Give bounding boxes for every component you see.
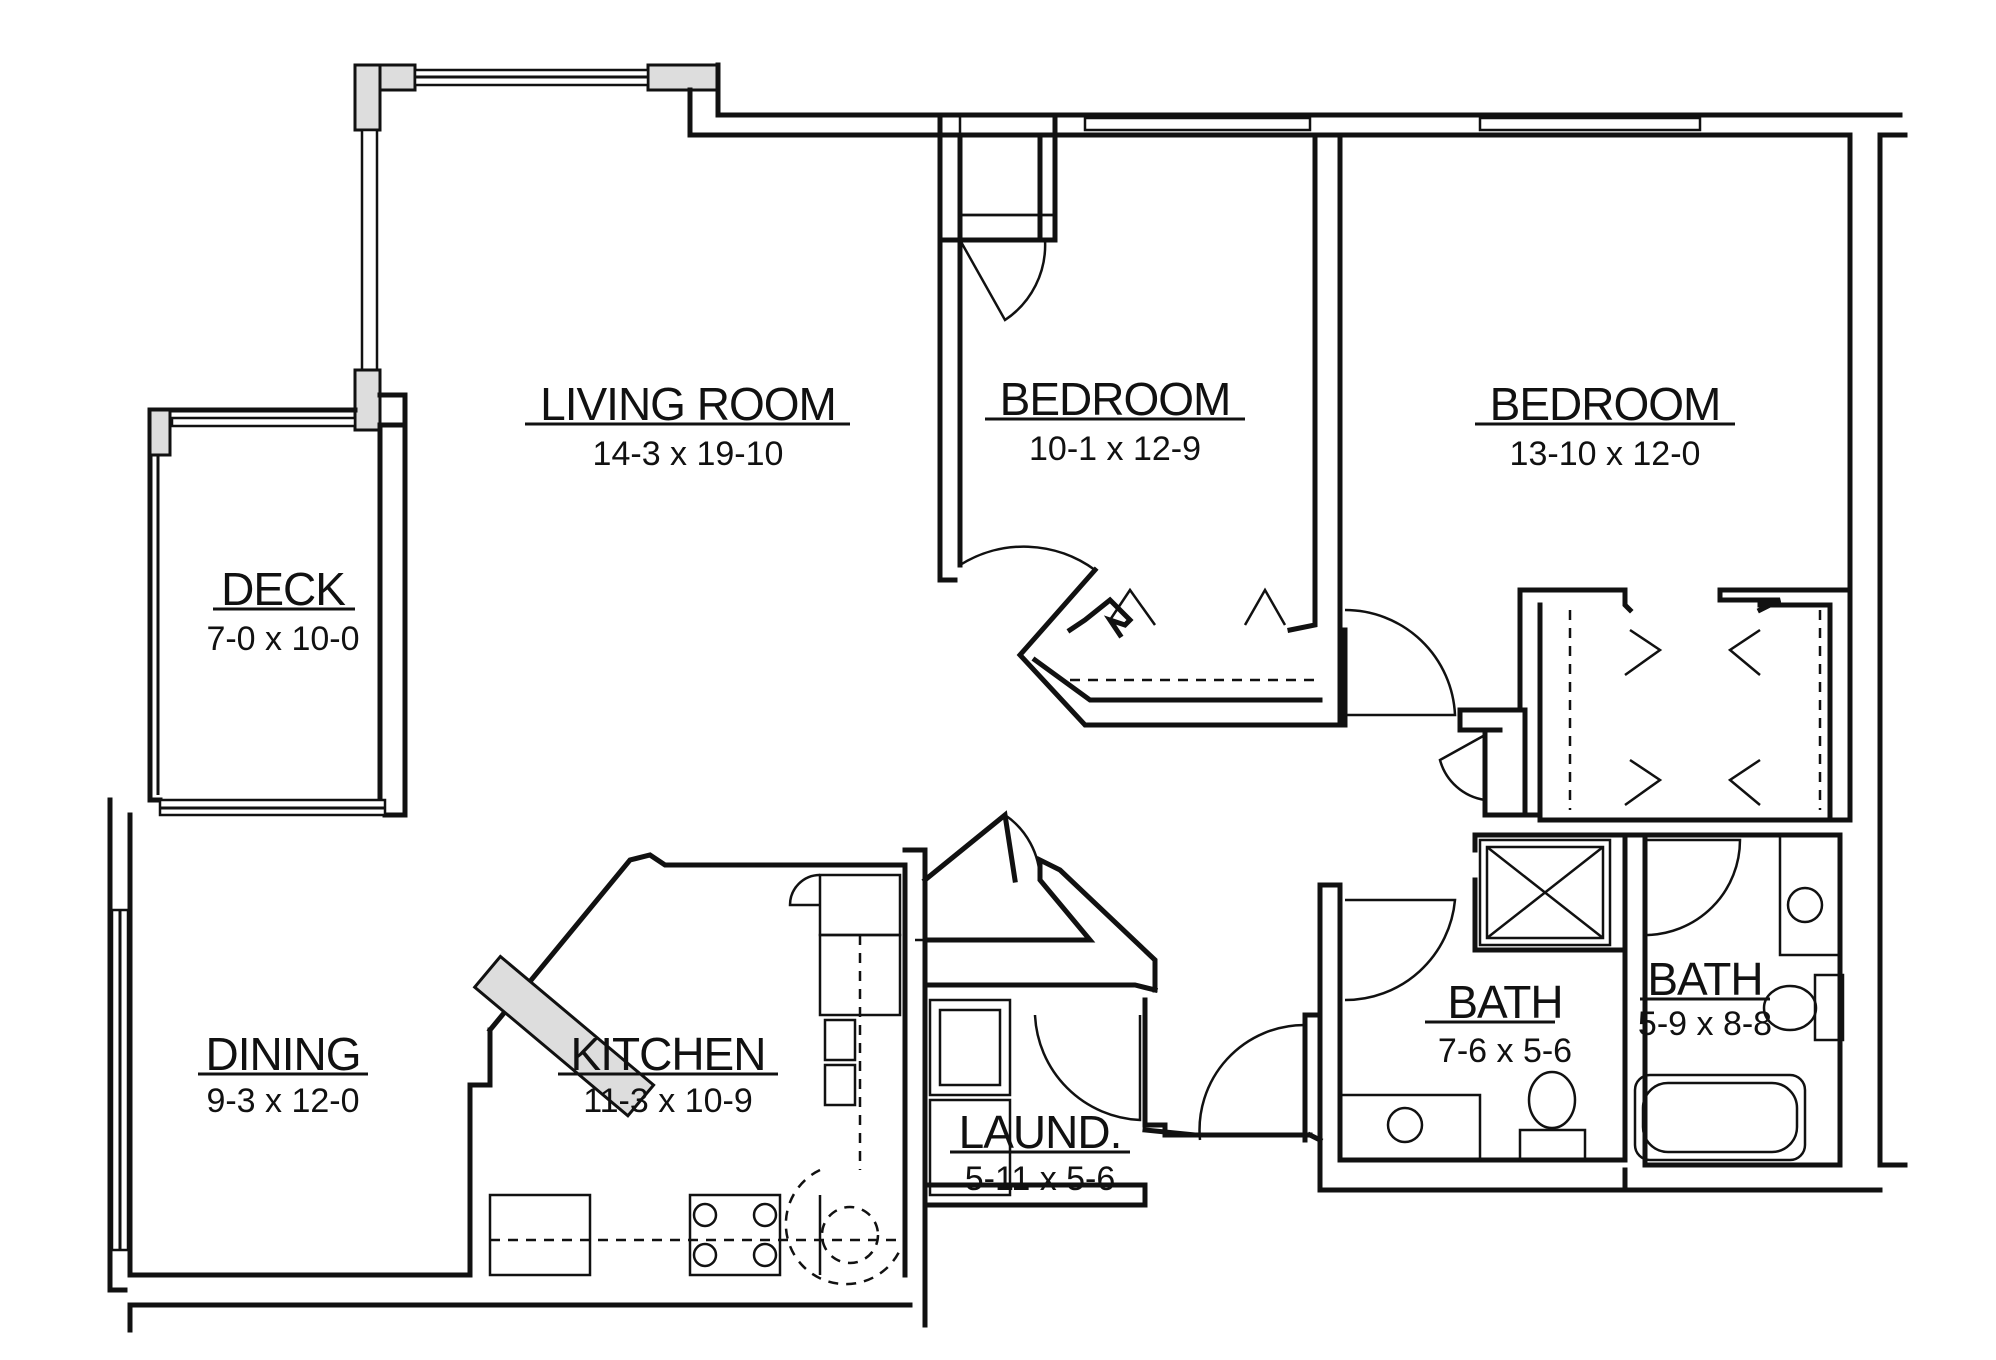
room-dims-bedroom-1: 10-1 x 12-9 [1029, 430, 1201, 468]
room-dims-bath-2: 5-9 x 8-8 [1638, 1005, 1772, 1043]
lazy-susan-inner [820, 1205, 880, 1265]
laundry-door-swing [1033, 1014, 1142, 1122]
wall-segment [353, 368, 382, 432]
linen-door-swing [1438, 733, 1486, 802]
wall-segment [148, 408, 172, 457]
bath-door-swing [1644, 838, 1742, 937]
window [360, 128, 379, 372]
hall-door-swing [1198, 1023, 1307, 1141]
refrigerator [818, 873, 902, 937]
closet-bifold [1624, 628, 1663, 677]
room-name-living: LIVING ROOM [540, 378, 836, 430]
window [1083, 116, 1312, 132]
shower [1478, 838, 1612, 947]
closet-door-swing [958, 239, 1047, 322]
closet-bifold [1727, 628, 1761, 676]
room-name-bedroom-2: BEDROOM [1490, 378, 1721, 430]
toilet-icon [1527, 1070, 1577, 1130]
counter [488, 1193, 592, 1277]
window [1478, 116, 1702, 132]
vanity [1778, 833, 1842, 957]
wall-segment [353, 63, 382, 132]
room-name-dining: DINING [206, 1028, 361, 1080]
bath-door-swing [1344, 898, 1457, 1002]
burner-icon [692, 1242, 718, 1268]
sink-basin [823, 1018, 857, 1062]
room-dims-bedroom-2: 13-10 x 12-0 [1510, 435, 1701, 473]
sink-icon [1386, 1106, 1424, 1144]
lazy-susan [784, 1168, 902, 1286]
closet-bifold [1108, 587, 1157, 626]
room-dims-living: 14-3 x 19-10 [593, 435, 784, 473]
bedroom-door-swing [1344, 608, 1457, 717]
room-name-bedroom-1: BEDROOM [1000, 373, 1231, 425]
room-dims-bath-1: 7-6 x 5-6 [1438, 1032, 1572, 1070]
toilet-tank [1518, 1128, 1587, 1162]
washer [928, 998, 1012, 1097]
room-dims-kitchen: 11-3 x 10-9 [583, 1082, 752, 1120]
closet-bifold [1727, 758, 1761, 806]
room-name-kitchen: KITCHEN [571, 1028, 766, 1080]
sink-icon [1786, 886, 1824, 924]
fridge-swing [788, 873, 821, 907]
closet-door [924, 814, 1006, 881]
room-name-bath-2: BATH [1647, 953, 1762, 1005]
vanity [1338, 1093, 1482, 1162]
dryer [928, 1098, 1012, 1197]
room-name-bath-1: BATH [1447, 976, 1562, 1028]
room-dims-deck: 7-0 x 10-0 [206, 620, 359, 658]
bathtub [1633, 1073, 1807, 1162]
wall-segment [646, 63, 720, 92]
sink-basin [823, 1063, 857, 1107]
bedroom-door-swing [959, 545, 1096, 572]
burner-icon [752, 1202, 778, 1228]
room-dims-laundry: 5-11 x 5-6 [965, 1160, 1116, 1198]
burner-icon [752, 1242, 778, 1268]
window [170, 416, 357, 428]
burner-icon [692, 1202, 718, 1228]
stove [688, 1193, 782, 1277]
closet-bifold [1243, 587, 1287, 626]
room-name-laundry: LAUND. [959, 1106, 1122, 1158]
closet-bifold [1624, 758, 1663, 807]
room-dims-dining: 9-3 x 12-0 [206, 1082, 359, 1120]
toilet-icon [1762, 984, 1818, 1032]
room-name-deck: DECK [221, 563, 346, 615]
